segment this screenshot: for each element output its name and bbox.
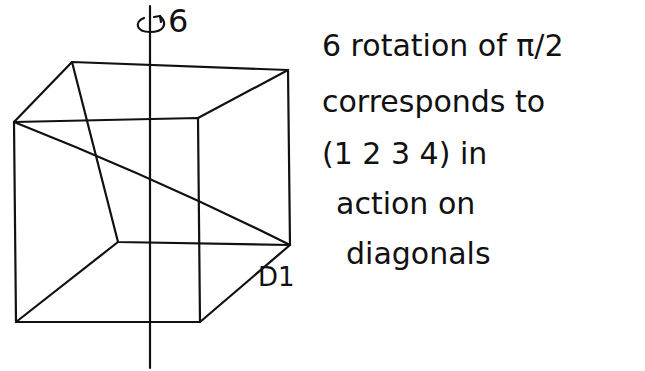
- cube-back-face: [72, 62, 290, 245]
- note-line: action on: [336, 186, 475, 221]
- rotation-arrow: [138, 16, 164, 32]
- note-line: 6 rotation of π/2: [322, 28, 564, 63]
- note-line: (1 2 3 4) in: [322, 136, 487, 171]
- arrow-head: [154, 16, 161, 22]
- body-diagonal: [14, 122, 290, 245]
- diagonal-label: D1: [258, 262, 295, 292]
- cube-edges: [14, 62, 290, 322]
- rotation-axis: [149, 6, 151, 368]
- cube-front-face: [14, 118, 200, 322]
- axis-label: 6: [168, 2, 188, 40]
- note-line: corresponds to: [322, 84, 545, 119]
- note-line: diagonals: [346, 236, 491, 271]
